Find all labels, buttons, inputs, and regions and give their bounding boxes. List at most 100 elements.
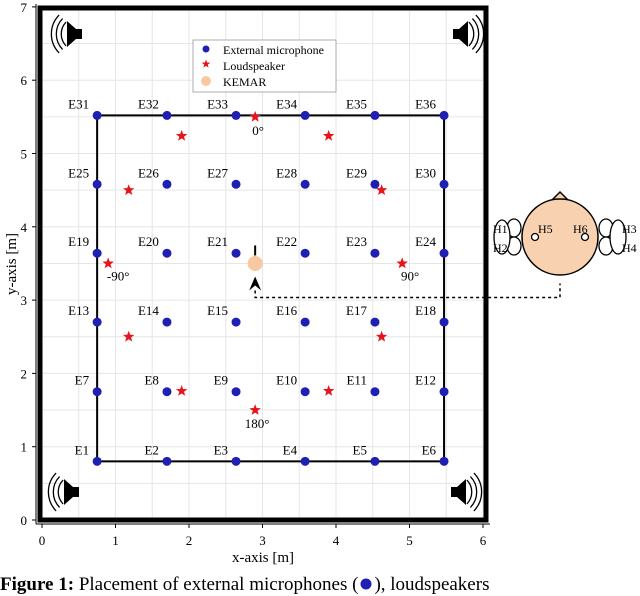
y-tick-label: 3 — [21, 293, 28, 308]
loudspeaker-marker — [322, 129, 335, 141]
head-mic-label: H4 — [622, 241, 637, 255]
microphone-marker — [370, 179, 380, 189]
microphone-marker — [162, 456, 172, 466]
microphone-label: E1 — [75, 442, 89, 457]
legend-entry: External microphone — [223, 43, 324, 57]
microphone-label: E34 — [276, 96, 297, 111]
microphone-label: E14 — [138, 303, 159, 318]
microphone-label: E9 — [214, 373, 228, 388]
speaker-body-icon — [453, 29, 459, 39]
loudspeaker-marker — [123, 184, 135, 195]
microphone-marker — [231, 248, 241, 258]
microphone-label: E26 — [138, 165, 159, 180]
y-tick-label: 0 — [21, 513, 28, 528]
microphone-marker — [231, 317, 241, 327]
microphone-label: E33 — [207, 96, 228, 111]
microphone-marker — [231, 179, 241, 189]
microphone-label: E36 — [415, 96, 436, 111]
microphone-label: E16 — [276, 303, 297, 318]
microphone-label: E22 — [276, 234, 297, 249]
speaker-icon — [451, 472, 483, 512]
microphone-marker — [231, 456, 241, 466]
caption-label: Figure 1: — [0, 574, 75, 595]
y-tick-label: 4 — [21, 220, 28, 235]
sound-wave-icon — [466, 479, 473, 505]
x-axis-label: x-axis [m] — [232, 550, 294, 566]
microphone-label: E10 — [276, 373, 297, 388]
y-tick-label: 5 — [21, 147, 28, 162]
loudspeaker-angle-label: 0° — [252, 123, 264, 138]
loudspeaker-marker — [102, 257, 114, 269]
loudspeaker-marker — [396, 257, 408, 269]
x-tick-label: 6 — [480, 533, 487, 548]
ear-icon — [493, 219, 511, 255]
head-mic-label: H2 — [493, 241, 508, 255]
loudspeaker-angle-label: -90° — [107, 268, 130, 283]
microphone-label: E23 — [346, 234, 367, 249]
microphone-label: E7 — [75, 373, 90, 388]
microphone-marker — [439, 248, 449, 258]
y-tick-label: 7 — [21, 0, 28, 15]
microphone-label: E25 — [68, 165, 89, 180]
figure-caption: Figure 1: Placement of external micropho… — [0, 574, 640, 596]
microphone-label: E28 — [276, 165, 297, 180]
microphone-marker — [231, 387, 241, 397]
speaker-body-icon — [451, 487, 457, 497]
microphone-marker — [370, 110, 380, 120]
microphone-marker — [162, 248, 172, 258]
y-tick-label: 2 — [21, 366, 28, 381]
microphone-marker — [370, 387, 380, 397]
kemar-arrow-icon — [249, 276, 262, 291]
legend-entry: Loudspeaker — [223, 59, 285, 73]
x-tick-label: 0 — [39, 533, 46, 548]
speaker-body-icon — [76, 29, 82, 39]
microphone-marker — [300, 110, 310, 120]
microphone-label: E3 — [214, 442, 228, 457]
microphone-label: E13 — [68, 303, 89, 318]
legend-box — [192, 39, 337, 93]
microphone-marker — [92, 456, 102, 466]
microphone-marker — [92, 317, 102, 327]
loudspeaker-marker — [249, 404, 261, 415]
loudspeakers: 0°90°180°-90° — [102, 110, 419, 431]
sound-wave-icon — [57, 479, 64, 505]
sound-wave-icon — [471, 18, 480, 50]
sound-wave-icon — [475, 14, 485, 54]
speaker-icon — [47, 472, 79, 512]
sound-wave-icon — [47, 472, 57, 512]
microphone-label: E20 — [138, 234, 159, 249]
microphone-marker — [92, 179, 102, 189]
microphone-label: E6 — [422, 442, 437, 457]
microphone-marker — [300, 179, 310, 189]
speaker-cone-icon — [67, 21, 76, 47]
y-tick-label: 1 — [21, 440, 28, 455]
microphone-marker — [439, 387, 449, 397]
microphone-marker — [370, 456, 380, 466]
speaker-icon — [50, 14, 82, 54]
microphone-label: E21 — [207, 234, 228, 249]
head-outline-icon — [521, 198, 599, 276]
mic-symbol-icon — [360, 578, 372, 590]
microphone-marker — [162, 317, 172, 327]
microphone-label: E12 — [415, 373, 436, 388]
loudspeaker-marker — [322, 385, 335, 396]
microphone-marker — [92, 248, 102, 258]
microphone-marker — [439, 317, 449, 327]
microphone-label: E17 — [346, 303, 367, 318]
head-mic-label: H1 — [493, 222, 508, 236]
y-tick-label: 6 — [21, 73, 28, 88]
ear-icon — [609, 219, 627, 255]
microphone-marker — [300, 387, 310, 397]
microphone-label: E30 — [415, 165, 436, 180]
sound-wave-icon — [468, 21, 475, 47]
sound-wave-icon — [52, 476, 61, 508]
x-tick-label: 4 — [333, 533, 340, 548]
x-tick-label: 1 — [112, 533, 119, 548]
microphone-marker — [92, 387, 102, 397]
x-tick-label: 2 — [186, 533, 193, 548]
